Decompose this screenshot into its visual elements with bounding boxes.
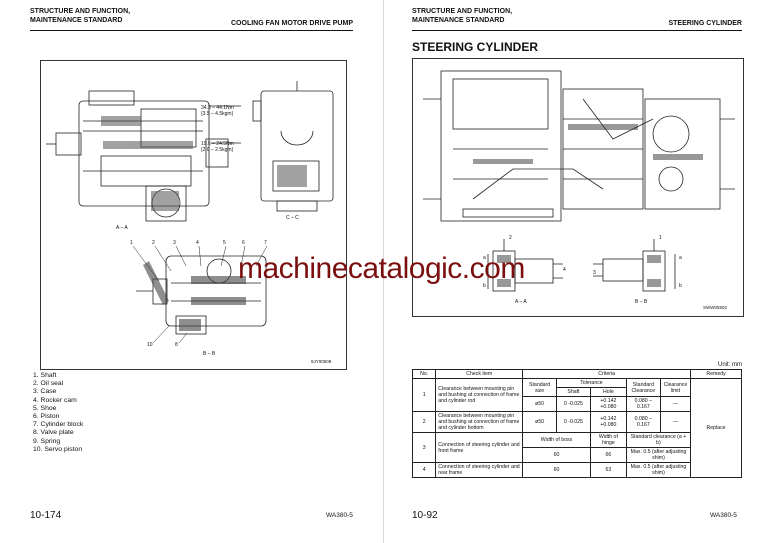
parts-list: 1. Shaft 2. Oil seal 3. Case 4. Rocker c… xyxy=(33,372,83,454)
callout-6: 6 xyxy=(242,240,245,246)
list-item: 3. Case xyxy=(33,388,57,396)
mark-b-left: b xyxy=(483,283,486,289)
list-item: 4. Rocker cam xyxy=(33,396,77,404)
page-subtitle: STEERING CYLINDER xyxy=(668,20,742,27)
watermark: machinecatalogic.com xyxy=(238,252,525,285)
callout-2: 2 xyxy=(152,240,155,246)
page-number: 10-174 xyxy=(30,510,62,521)
torque-spec-1: 34.3 – 44.1Nm {3.5 – 4.5kgm} xyxy=(201,105,234,117)
table-header-row: No. Check item Criteria Remedy xyxy=(411,369,742,379)
table-row: 3 Connection of steering cylinder and fr… xyxy=(411,432,742,463)
mark-3: 3 xyxy=(593,270,596,276)
steering-drawing-frame: 2 4 3 1 a b a b A – A B – B SWW05502 xyxy=(412,58,744,317)
torque-spec-2: 19.6 – 24.5Nm {2.0 – 2.5kgm} xyxy=(201,141,234,153)
table-row: ø50 0 -0.025 +0.142 +0.080 0.080 – 0.167… xyxy=(413,396,742,412)
callout-8: 8 xyxy=(175,342,178,348)
view-label-bb: B – B xyxy=(203,351,216,357)
remedy-cell: Replace xyxy=(690,378,742,478)
page-title: STEERING CYLINDER xyxy=(412,40,539,54)
list-item: 10. Servo piston xyxy=(33,445,83,453)
drawing-code: 9JY00508 xyxy=(311,359,332,364)
left-page-header: STRUCTURE AND FUNCTION, MAINTENANCE STAN… xyxy=(30,8,353,31)
list-item: 8. Valve plate xyxy=(33,429,74,437)
section-title: STRUCTURE AND FUNCTION, MAINTENANCE STAN… xyxy=(30,8,131,24)
mark-b-right: b xyxy=(679,283,682,289)
callout-3: 3 xyxy=(173,240,176,246)
list-item: 9. Spring xyxy=(33,437,61,445)
list-item: 5. Shoe xyxy=(33,404,57,412)
callout-1: 1 xyxy=(130,240,133,246)
header-check-item: Check item xyxy=(435,369,524,379)
list-item: 6. Piston xyxy=(33,413,60,421)
view-label-cc: C – C xyxy=(286,215,299,221)
view-label-aa: A – A xyxy=(116,225,128,231)
table-row: 1 Clearance between mounting pin and bus… xyxy=(411,378,742,478)
mark-a-right: a xyxy=(679,255,682,261)
list-item: 2. Oil seal xyxy=(33,380,64,388)
pump-cross-section-drawing xyxy=(46,81,334,344)
list-item: 1. Shaft xyxy=(33,372,57,379)
unit-label: Unit: mm xyxy=(718,362,742,368)
page-number: 10-92 xyxy=(412,510,438,521)
mark-2: 2 xyxy=(509,235,512,241)
steering-cylinder-drawing xyxy=(423,70,735,292)
callout-10: 10 xyxy=(147,342,153,348)
drawing-code: SWW05502 xyxy=(703,305,728,310)
mark-a-left: a xyxy=(483,255,486,261)
callout-4: 4 xyxy=(196,240,199,246)
section-title: STRUCTURE AND FUNCTION, MAINTENANCE STAN… xyxy=(412,8,513,24)
mark-4: 4 xyxy=(563,267,566,273)
model-label: WA380-5 xyxy=(326,512,353,519)
view-label-bb: B – B xyxy=(635,299,648,305)
maintenance-standard-table: No. Check item Criteria Remedy 1 Clearan… xyxy=(411,369,742,478)
header-criteria: Criteria xyxy=(522,369,692,379)
model-label: WA380-5 xyxy=(710,512,737,519)
callout-5: 5 xyxy=(223,240,226,246)
table-row: 4 Connection of steering cylinder and re… xyxy=(411,462,742,478)
left-page: STRUCTURE AND FUNCTION, MAINTENANCE STAN… xyxy=(30,0,384,543)
header-no: No. xyxy=(411,369,437,379)
page-subtitle: COOLING FAN MOTOR DRIVE PUMP xyxy=(231,20,353,27)
callout-7: 7 xyxy=(264,240,267,246)
right-page-header: STRUCTURE AND FUNCTION, MAINTENANCE STAN… xyxy=(412,8,742,31)
mark-1: 1 xyxy=(659,235,662,241)
header-remedy: Remedy xyxy=(690,369,742,379)
pump-drawing-frame: 34.3 – 44.1Nm {3.5 – 4.5kgm} 19.6 – 24.5… xyxy=(40,60,347,370)
view-label-aa: A – A xyxy=(515,299,527,305)
list-item: 7. Cylinder block xyxy=(33,421,84,429)
